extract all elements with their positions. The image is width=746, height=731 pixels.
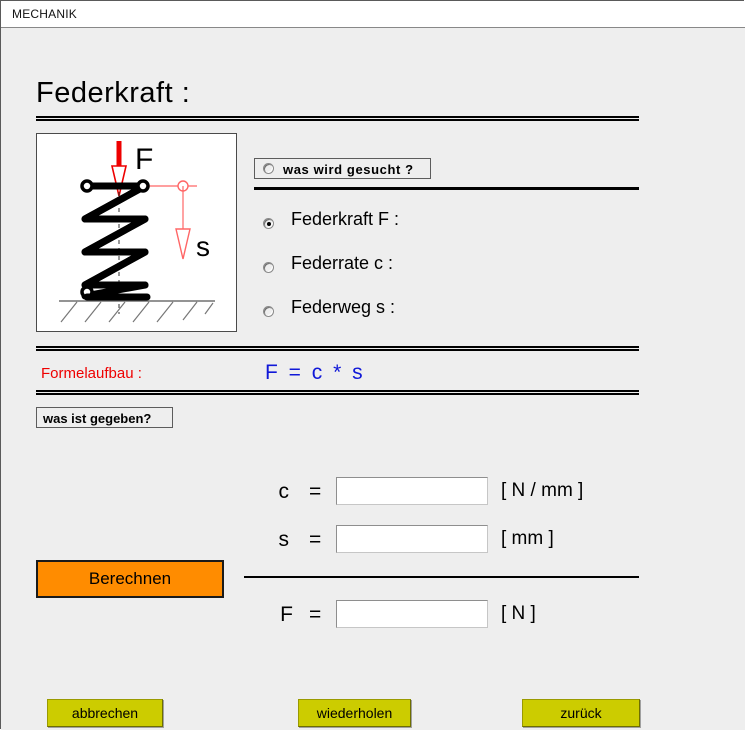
input-field-c[interactable] bbox=[336, 477, 488, 505]
result-equals-F: = bbox=[309, 603, 322, 626]
radio-icon-federweg[interactable] bbox=[263, 306, 274, 317]
formula-label: Formelaufbau : bbox=[41, 365, 142, 382]
title-bar: MECHANIK bbox=[1, 1, 745, 28]
svg-text:F: F bbox=[135, 143, 153, 176]
was-ist-gegeben-label: was ist gegeben? bbox=[43, 411, 152, 426]
radio-label-federrate: Federrate c : bbox=[291, 253, 394, 273]
radio-label-federkraft: Federkraft F : bbox=[291, 209, 400, 229]
calculate-button[interactable]: Berechnen bbox=[36, 560, 224, 598]
question-group-label: was wird gesucht ? bbox=[254, 158, 431, 179]
svg-text:s: s bbox=[196, 231, 210, 262]
radio-icon-federrate[interactable] bbox=[263, 262, 274, 273]
result-divider bbox=[244, 576, 639, 578]
result-unit-F: [ N ] bbox=[501, 603, 536, 624]
formula-expression: F = c * s bbox=[265, 361, 366, 384]
radio-label-federweg: Federweg s : bbox=[291, 297, 396, 317]
input-unit-s: [ mm ] bbox=[501, 528, 554, 549]
input-unit-c: [ N / mm ] bbox=[501, 480, 584, 501]
formula-divider-top bbox=[36, 346, 639, 351]
result-var-F: F bbox=[280, 603, 293, 626]
spring-diagram-panel: F s bbox=[36, 133, 237, 332]
input-field-s[interactable] bbox=[336, 525, 488, 553]
cancel-button[interactable]: abbrechen bbox=[47, 699, 163, 727]
title-divider bbox=[36, 116, 639, 121]
input-equals-c: = bbox=[309, 480, 322, 503]
formula-divider-bottom bbox=[36, 390, 639, 395]
repeat-button[interactable]: wiederholen bbox=[298, 699, 411, 727]
result-field-F[interactable] bbox=[336, 600, 488, 628]
question-divider bbox=[254, 187, 639, 190]
page-title: Federkraft : bbox=[36, 77, 191, 109]
input-var-s: s bbox=[278, 528, 290, 551]
question-group-text: was wird gesucht ? bbox=[283, 162, 414, 177]
spring-force-diagram: F s bbox=[59, 141, 215, 323]
radio-icon-federkraft[interactable] bbox=[263, 218, 274, 229]
was-ist-gegeben-button[interactable]: was ist gegeben? bbox=[36, 407, 173, 428]
back-button[interactable]: zurück bbox=[522, 699, 640, 727]
input-var-c: c bbox=[278, 480, 290, 503]
window-title: MECHANIK bbox=[12, 7, 77, 21]
question-group-radio-icon bbox=[263, 163, 274, 174]
input-equals-s: = bbox=[309, 528, 322, 551]
calculate-button-label: Berechnen bbox=[88, 569, 172, 588]
client-area: Federkraft : F s bbox=[1, 28, 745, 730]
